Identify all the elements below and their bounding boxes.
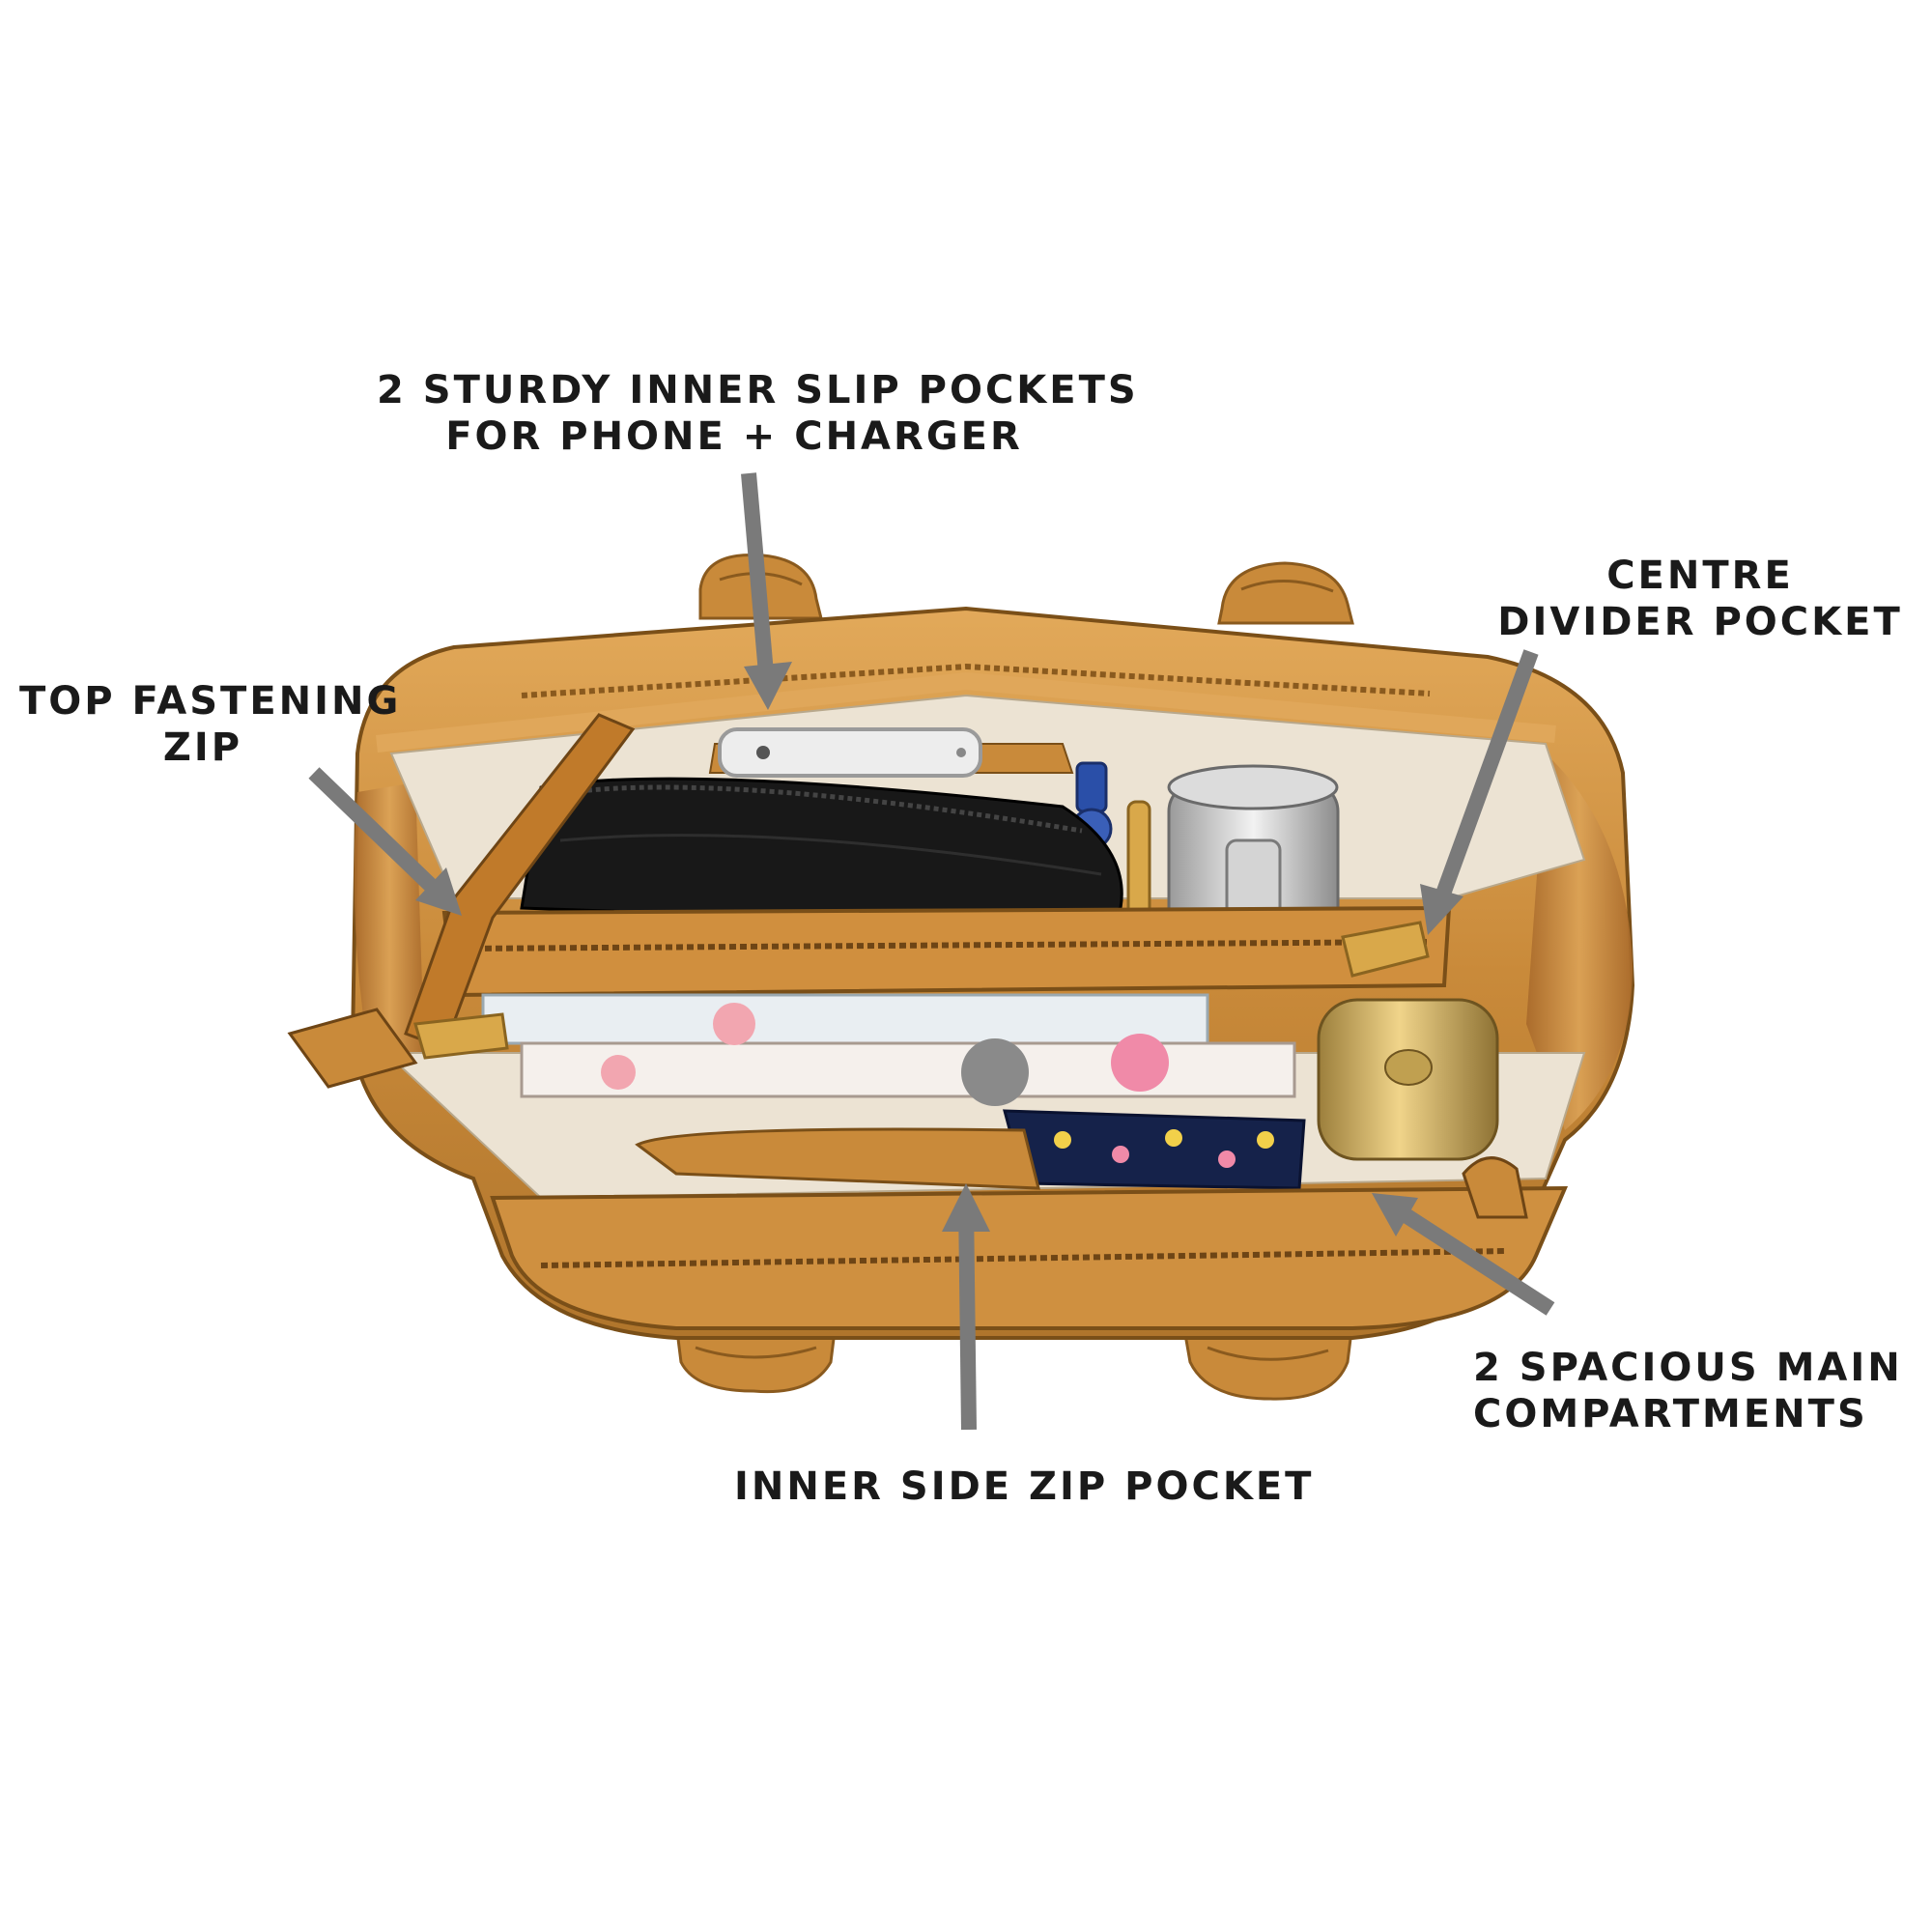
arrow-main-compartments [1372, 1193, 1555, 1316]
callout-inner-slip-pockets: 2 STURDY INNER SLIP POCKETS FOR PHONE + … [377, 367, 1139, 460]
callout-main-compartments: 2 SPACIOUS MAIN COMPARTMENTS [1473, 1345, 1918, 1437]
arrow-slip-pockets [741, 472, 792, 710]
callout-centre-divider: CENTRE DIVIDER POCKET [1488, 553, 1913, 645]
top-zip-track [521, 663, 1431, 698]
arrow-top-zip [308, 767, 462, 916]
callout-inner-slip-pockets-line2: FOR PHONE + CHARGER [445, 414, 1023, 459]
front-zip-track [540, 1248, 1508, 1268]
callout-main-compartments-line1: 2 SPACIOUS MAIN [1473, 1346, 1903, 1390]
callout-top-zip-line2: ZIP [162, 725, 243, 770]
handle-knot-bottom-left [674, 1321, 838, 1394]
callout-top-zip: TOP FASTENING ZIP [19, 678, 402, 771]
inner-side-zip-pocket [635, 1127, 1040, 1190]
callout-main-compartments-line2: COMPARTMENTS [1473, 1392, 1868, 1436]
gold-zip-puller-top [1126, 800, 1151, 920]
callout-top-zip-line1: TOP FASTENING [19, 679, 402, 724]
strap-ring [1462, 1156, 1528, 1219]
black-pouch [520, 777, 1123, 929]
top-zip-puller [287, 1008, 509, 1089]
floral-wallet [1003, 1109, 1306, 1190]
centre-divider [441, 905, 1452, 998]
back-wall-edge [376, 671, 1556, 753]
gold-bottle [1317, 998, 1499, 1161]
callout-centre-divider-line2: DIVIDER POCKET [1497, 600, 1903, 644]
callout-centre-divider-line1: CENTRE [1606, 554, 1794, 598]
centre-divider-zip [463, 939, 1431, 952]
arrow-centre-divider [1420, 649, 1539, 935]
callout-inner-slip-pockets-line1: 2 STURDY INNER SLIP POCKETS [377, 368, 1139, 412]
notebooks [481, 993, 1296, 1106]
arrow-side-zip [942, 1183, 990, 1431]
phone [718, 727, 982, 778]
steel-flask [1167, 764, 1340, 939]
handle-knot-bottom-right [1181, 1321, 1354, 1401]
centre-divider-puller [1341, 921, 1430, 978]
handle-knot-top-right [1217, 561, 1354, 625]
callout-side-zip-line1: INNER SIDE ZIP POCKET [734, 1464, 1315, 1509]
callout-side-zip: INNER SIDE ZIP POCKET [734, 1463, 1314, 1510]
